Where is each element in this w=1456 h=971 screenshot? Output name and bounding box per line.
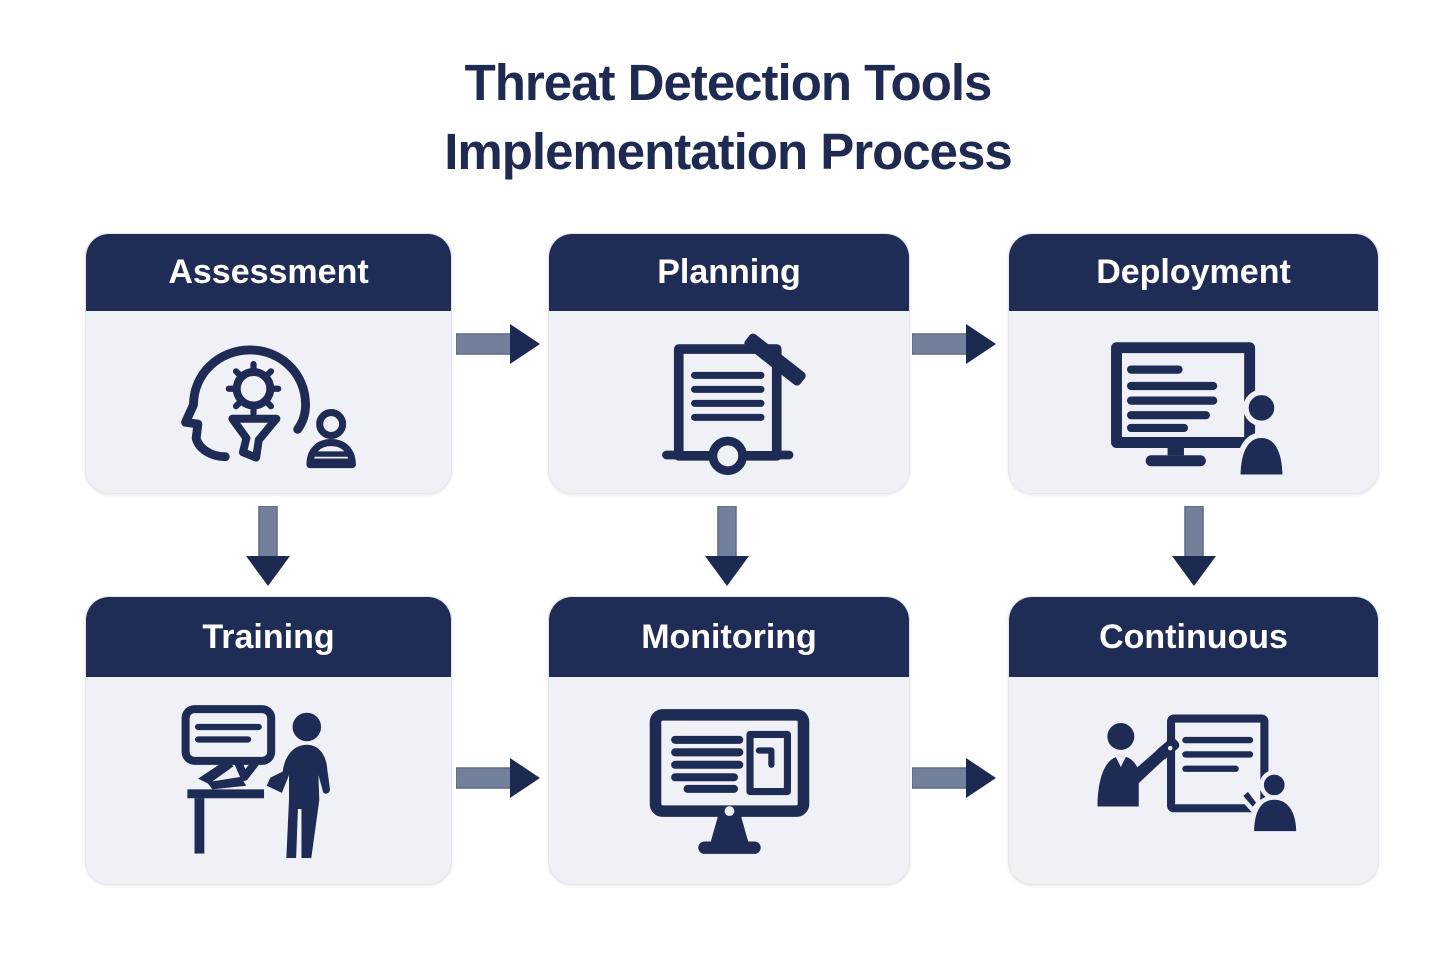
step-label-continuous: Continuous <box>1099 617 1288 656</box>
step-body-continuous <box>1009 677 1378 882</box>
arrow-assessment-to-training <box>246 506 290 586</box>
step-body-planning <box>549 311 909 492</box>
step-header-training: Training <box>86 597 451 677</box>
arrow-planning-to-monitoring <box>705 506 749 586</box>
step-body-deployment <box>1009 311 1378 492</box>
step-label-monitoring: Monitoring <box>641 617 817 656</box>
step-label-planning: Planning <box>657 253 801 291</box>
diagram-title-line1: Threat Detection Tools <box>464 54 993 111</box>
step-label-deployment: Deployment <box>1096 253 1291 291</box>
document-pencil-seal-icon <box>661 333 806 475</box>
step-body-monitoring <box>549 677 909 882</box>
arrow-planning-to-deployment <box>912 324 996 364</box>
arrow-monitoring-to-continuous <box>912 758 996 798</box>
monitor-presenter-icon <box>1110 342 1288 479</box>
arrow-assessment-to-planning <box>456 324 540 364</box>
step-header-planning: Planning <box>549 234 909 311</box>
step-card-continuous: Continuous <box>1008 596 1379 885</box>
step-header-deployment: Deployment <box>1009 234 1378 311</box>
monitor-dashboard-icon <box>649 709 809 854</box>
step-body-assessment <box>86 311 451 492</box>
whiteboard-discussion-icon <box>1097 713 1301 836</box>
step-card-monitoring: Monitoring <box>548 596 910 885</box>
step-header-continuous: Continuous <box>1009 597 1378 677</box>
step-card-training: Training <box>85 596 452 885</box>
brain-gear-person-icon <box>181 345 356 468</box>
step-label-training: Training <box>202 617 335 656</box>
trainer-speech-bubble-icon <box>181 704 330 858</box>
step-card-planning: Planning <box>548 233 910 494</box>
step-card-deployment: Deployment <box>1008 233 1379 494</box>
step-header-assessment: Assessment <box>86 234 451 311</box>
step-header-monitoring: Monitoring <box>549 597 909 677</box>
step-body-training <box>86 677 451 882</box>
step-card-assessment: Assessment <box>85 233 452 494</box>
arrow-training-to-monitoring <box>456 758 540 798</box>
arrow-deployment-to-continuous <box>1172 506 1216 586</box>
diagram-title: Threat Detection Tools Implementation Pr… <box>0 48 1456 186</box>
step-label-assessment: Assessment <box>168 253 369 291</box>
diagram-title-line2: Implementation Process <box>444 123 1013 180</box>
